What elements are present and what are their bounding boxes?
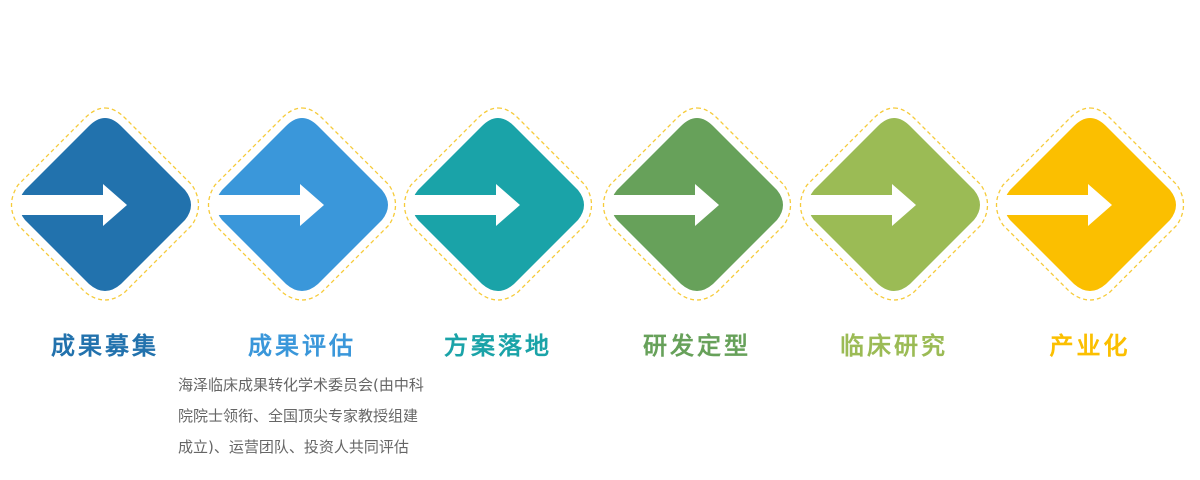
step-label: 方案落地	[444, 332, 552, 360]
step-1: 1	[5, 100, 205, 327]
dashed-outline	[602, 107, 792, 301]
arrow-right-icon	[1002, 184, 1112, 226]
dashed-outline	[10, 107, 200, 301]
step-6: 6	[990, 100, 1190, 327]
step-number: 4	[724, 283, 747, 327]
step-4: 4	[597, 100, 797, 327]
description-line: 院院士领衔、全国顶尖专家教授组建	[178, 407, 419, 425]
step-label: 产业化	[1049, 332, 1131, 360]
step-number: 2	[329, 283, 352, 327]
dashed-outline	[403, 107, 593, 301]
step-label: 成果募集	[51, 332, 159, 360]
arrow-right-icon	[806, 184, 916, 226]
arrow-right-icon	[410, 184, 520, 226]
step-3: 3	[398, 100, 598, 327]
step-label: 研发定型	[643, 332, 751, 360]
step-number: 6	[1117, 283, 1140, 327]
step-number: 5	[921, 283, 944, 327]
description-line: 成立)、运营团队、投资人共同评估	[178, 438, 409, 456]
step-label: 成果评估	[248, 332, 356, 360]
arrow-right-icon	[17, 184, 127, 226]
step-number: 3	[525, 283, 548, 327]
arrow-right-icon	[609, 184, 719, 226]
dashed-outline	[207, 107, 397, 301]
evaluation-description: 海泽临床成果转化学术委员会(由中科 院院士领衔、全国顶尖专家教授组建 成立)、运…	[178, 370, 448, 463]
dashed-outline	[995, 107, 1185, 301]
step-number: 1	[132, 283, 155, 327]
step-label: 临床研究	[840, 332, 948, 360]
dashed-outline	[799, 107, 989, 301]
arrow-right-icon	[214, 184, 324, 226]
step-5: 5	[794, 100, 994, 327]
description-line: 海泽临床成果转化学术委员会(由中科	[178, 376, 424, 394]
step-2: 2	[202, 100, 402, 327]
